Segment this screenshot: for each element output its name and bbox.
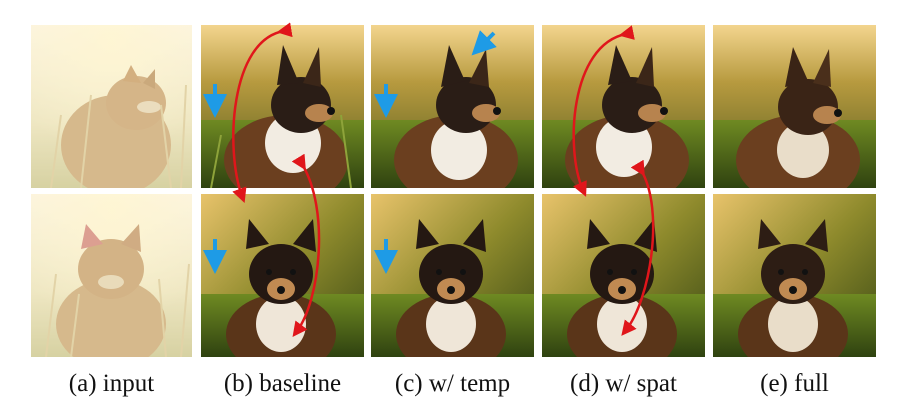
caption-temp: (c) w/ temp <box>394 370 511 397</box>
dog-photo-full-bottom <box>713 194 876 357</box>
caption-baseline: (b) baseline <box>223 370 342 397</box>
dog-photo-baseline-top <box>201 25 364 188</box>
caption-full: (e) full <box>760 370 829 397</box>
dog-photo-full-top <box>713 25 876 188</box>
dog-photo-spat-top <box>542 25 705 188</box>
caption-input: (a) input <box>68 370 155 397</box>
cat-photo-top <box>31 25 192 188</box>
dog-photo-temp-bottom <box>371 194 534 357</box>
dog-photo-baseline-bottom <box>201 194 364 357</box>
dog-photo-temp-top <box>371 25 534 188</box>
caption-spat: (d) w/ spat <box>570 370 677 397</box>
dog-photo-spat-bottom <box>542 194 705 357</box>
cat-photo-bottom <box>31 194 192 357</box>
